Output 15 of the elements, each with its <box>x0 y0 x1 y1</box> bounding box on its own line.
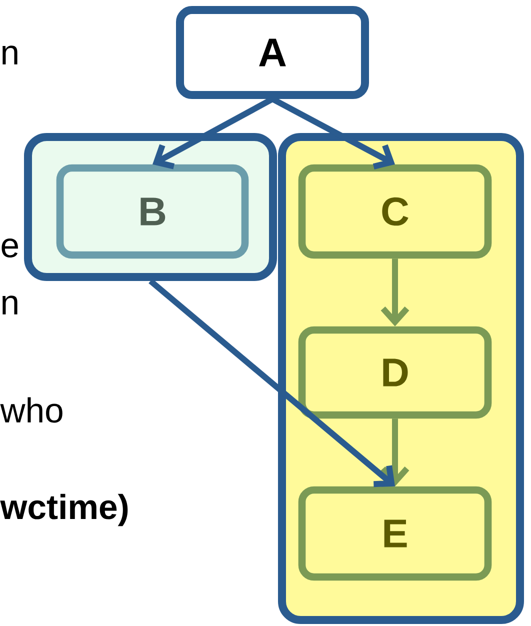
process-box: A <box>176 6 369 99</box>
text-fragment: n <box>2 46 18 64</box>
arrow <box>380 418 410 486</box>
process-box: E <box>298 486 492 581</box>
process-box: B <box>56 164 249 259</box>
text-fragment: who <box>0 397 62 423</box>
arrow <box>148 278 395 488</box>
arrow <box>271 96 395 170</box>
text-fragment: e <box>2 238 18 258</box>
arrow <box>152 96 274 170</box>
process-box: C <box>298 164 492 259</box>
text-fragment: wctime) <box>0 494 128 526</box>
text-fragment: n <box>2 296 18 314</box>
arrow <box>380 258 410 326</box>
process-box: D <box>298 326 492 419</box>
